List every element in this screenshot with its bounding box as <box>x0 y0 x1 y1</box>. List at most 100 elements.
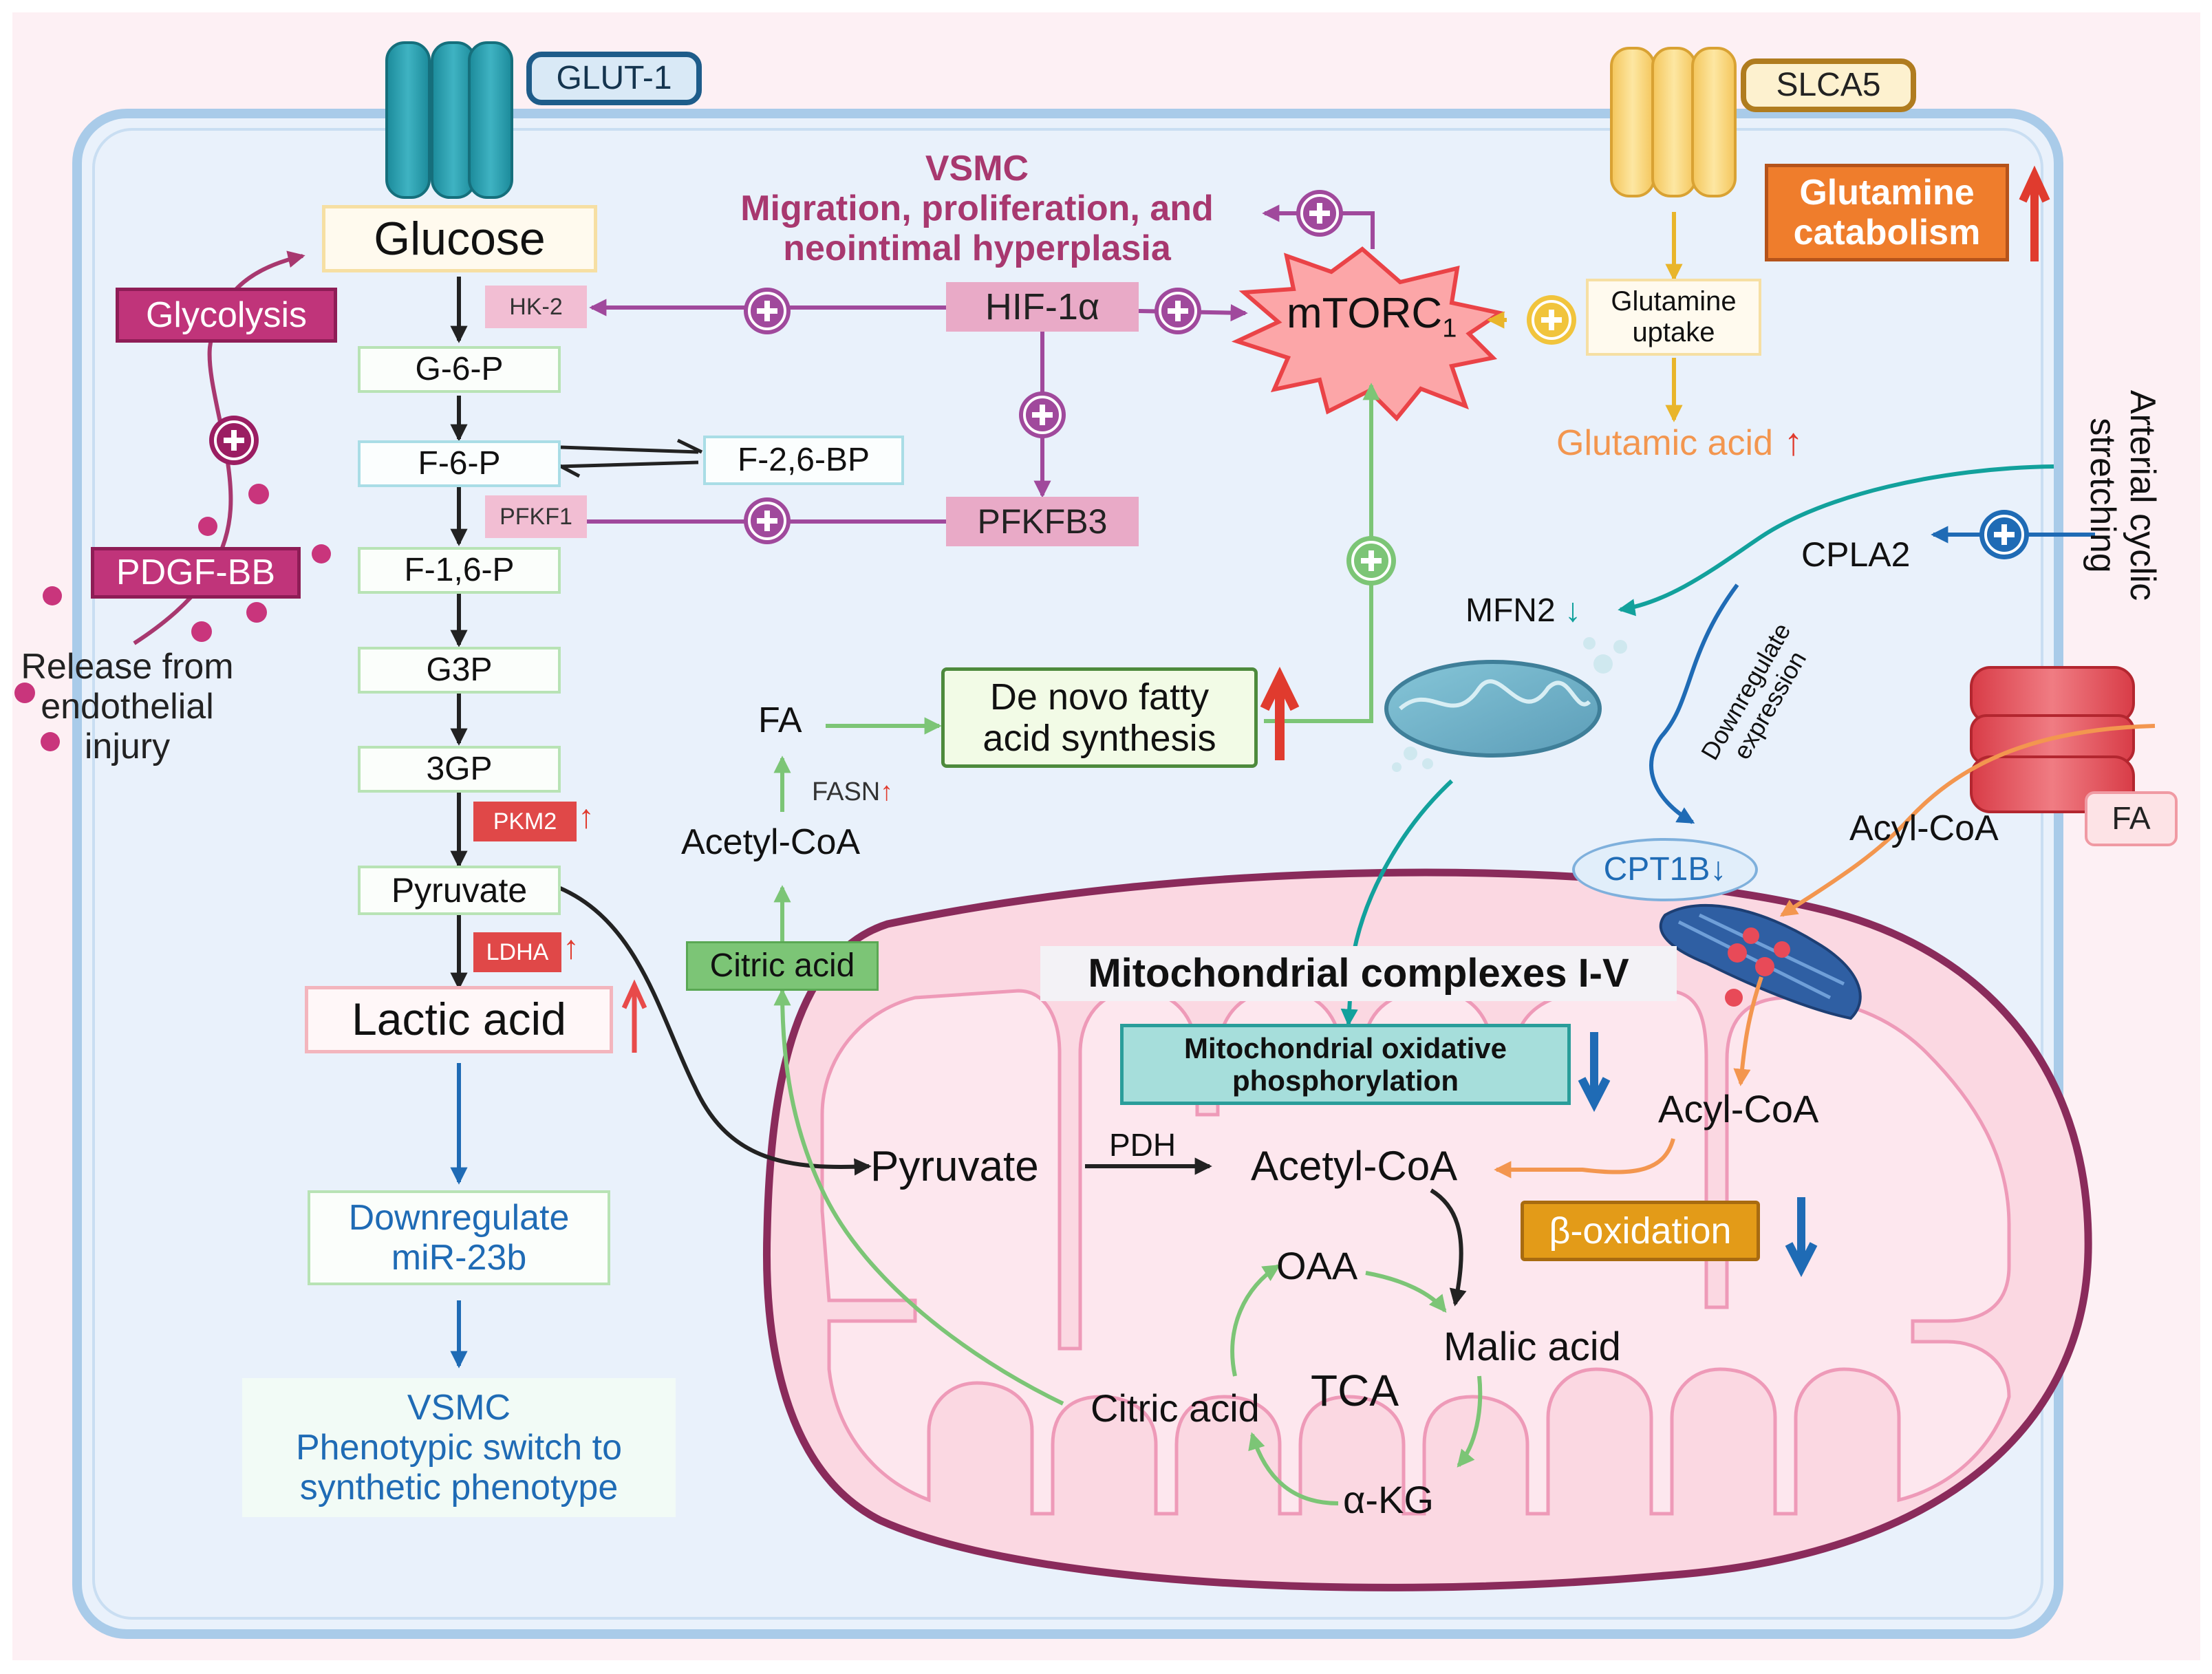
plus-icon <box>744 288 791 334</box>
glut1-label: GLUT-1 <box>526 52 702 105</box>
cpt1b-text: CPT1B <box>1603 851 1710 888</box>
vsmc-line: VSMC <box>407 1387 511 1428</box>
de-novo-line: acid synthesis <box>982 718 1216 759</box>
mitochondrial-complexes-label: Mitochondrial complexes I-V <box>1040 946 1677 1001</box>
ldha-label: LDHA <box>473 932 561 972</box>
green-arrows <box>773 383 1483 1505</box>
vsmc-line: Phenotypic switch to <box>295 1427 623 1468</box>
glut1-transporter-icon <box>385 41 513 199</box>
up-arrow-icon: ↑ <box>880 777 894 806</box>
glutamine-catabolism-box: Glutamine catabolism <box>1765 164 2009 261</box>
release-text: Release from endothelial injury <box>14 634 241 779</box>
plus-icon <box>1346 536 1396 586</box>
slca5-label: SLCA5 <box>1741 58 1916 112</box>
release-line: endothelial <box>41 686 214 727</box>
plus-icon <box>1979 510 2029 559</box>
glycolysis-arrows <box>450 277 1467 1307</box>
pdgf-particles <box>14 484 331 751</box>
down-arrow-icon: ↓ <box>1710 851 1727 888</box>
vsmc-top-line: VSMC <box>925 148 1029 189</box>
g6p-box: G-6-P <box>358 346 561 393</box>
trend-arrows <box>621 165 2050 1278</box>
fa-label: FA <box>758 700 802 740</box>
cpla2-label: CPLA2 <box>1801 535 1911 574</box>
up-arrow-icon <box>2019 165 2050 261</box>
pfkf1-label: PFKF1 <box>485 495 587 538</box>
oxphos-line: phosphorylation <box>1232 1064 1459 1097</box>
glutamine-uptake-line: uptake <box>1632 317 1715 347</box>
arterial-line: stretching <box>2083 418 2123 573</box>
pyruvate-mito-label: Pyruvate <box>870 1143 1039 1190</box>
plus-icon <box>1527 295 1576 345</box>
ldha-text: LDHA <box>486 938 549 965</box>
downregulate-mir23b-box: Downregulate miR-23b <box>308 1190 610 1285</box>
vsmc-phenotype-box: VSMC Phenotypic switch to synthetic phen… <box>242 1378 676 1517</box>
vsmc-migration-text: VSMC Migration, proliferation, and neoin… <box>695 136 1259 281</box>
up-arrow-icon: ↑ <box>1773 420 1803 463</box>
up-arrow-icon <box>1260 667 1300 760</box>
hif1a-box: HIF-1α <box>946 282 1139 332</box>
orange-arrows <box>1494 724 2156 1179</box>
fasn-label: FASN↑ <box>812 777 893 808</box>
pkm2-text: PKM2 <box>493 808 557 835</box>
slca5-transporter-icon <box>1610 47 1737 197</box>
pdh-label: PDH <box>1109 1127 1177 1163</box>
mitochondrial-complex-icon <box>1659 903 1862 1020</box>
glutamine-uptake-line: Glutamine <box>1611 286 1737 317</box>
malic-acid-label: Malic acid <box>1443 1324 1621 1369</box>
de-novo-fatty-acid-box: De novo fatty acid synthesis <box>941 667 1258 768</box>
glutamine-catabolism-line: Glutamine <box>1799 172 1975 213</box>
up-arrow-icon <box>621 979 647 1053</box>
oxphos-line: Mitochondrial oxidative <box>1183 1031 1507 1064</box>
f6p-box: F-6-P <box>358 440 561 487</box>
vsmc-top-line: Migration, proliferation, and <box>740 188 1214 228</box>
plus-icon <box>1155 288 1201 334</box>
mfn2-text: MFN2 <box>1465 592 1556 629</box>
release-line: Release from <box>21 646 234 687</box>
oxidative-phosphorylation-box: Mitochondrial oxidative phosphorylation <box>1120 1024 1571 1105</box>
mtorc1-label: mTORC1 <box>1287 289 1457 344</box>
fasn-text: FASN <box>812 777 881 806</box>
arterial-line: Arterial cyclic <box>2123 389 2163 601</box>
mfn2-label: MFN2 ↓ <box>1465 592 1581 630</box>
pyruvate-box: Pyruvate <box>358 866 561 915</box>
ldha-up-arrow-icon: ↑ <box>563 930 579 966</box>
beta-oxidation-box: β-oxidation <box>1521 1201 1760 1261</box>
pfkfb3-box: PFKFB3 <box>946 497 1139 546</box>
pdgf-bb-label: PDGF-BB <box>91 547 301 599</box>
de-novo-line: De novo fatty <box>989 676 1210 718</box>
acetyl-coa-cyto-label: Acetyl-CoA <box>681 822 861 862</box>
f16p-box: F-1,6-P <box>358 547 561 594</box>
mir-line: miR-23b <box>391 1238 527 1278</box>
arterial-stretching-text: Arterial cyclic stretching <box>2068 390 2178 601</box>
akg-label: α-KG <box>1343 1478 1434 1521</box>
pkm2-up-arrow-icon: ↑ <box>578 799 594 835</box>
glutamine-catabolism-line: catabolism <box>1793 213 1981 253</box>
f26bp-box: F-2,6-BP <box>703 436 904 485</box>
3gp-box: 3GP <box>358 746 561 793</box>
mtorc-text: mTORC <box>1287 290 1443 337</box>
plus-icon <box>209 416 259 465</box>
glutamine-uptake-box: Glutamine uptake <box>1586 279 1761 356</box>
plus-icon <box>744 497 791 544</box>
down-arrow-icon <box>1578 1032 1611 1113</box>
damaged-mitochondrion-icon <box>1384 637 1627 772</box>
hk2-label: HK-2 <box>485 286 587 328</box>
plus-icon <box>1019 391 1066 438</box>
glutamic-acid-label: Glutamic acid ↑ <box>1556 420 1803 464</box>
pkm2-label: PKM2 <box>473 802 577 841</box>
vsmc-top-line: neointimal hyperplasia <box>783 228 1171 269</box>
vsmc-line: synthetic phenotype <box>299 1468 619 1508</box>
glucose-box: Glucose <box>322 205 597 272</box>
plus-icon <box>1296 190 1343 237</box>
glycolysis-label: Glycolysis <box>116 288 337 343</box>
cpt1b-ellipse: CPT1B↓ <box>1572 838 1758 901</box>
yellow-arrows <box>1487 212 1683 422</box>
down-arrow-icon: ↓ <box>1555 592 1582 629</box>
tca-label: TCA <box>1311 1366 1399 1415</box>
fa-transporter-label: FA <box>2085 791 2178 846</box>
glutamic-acid-text: Glutamic acid <box>1556 423 1773 463</box>
acyl-coa-mito-label: Acyl-CoA <box>1658 1087 1819 1130</box>
citric-acid-cyto-box: Citric acid <box>686 941 879 991</box>
